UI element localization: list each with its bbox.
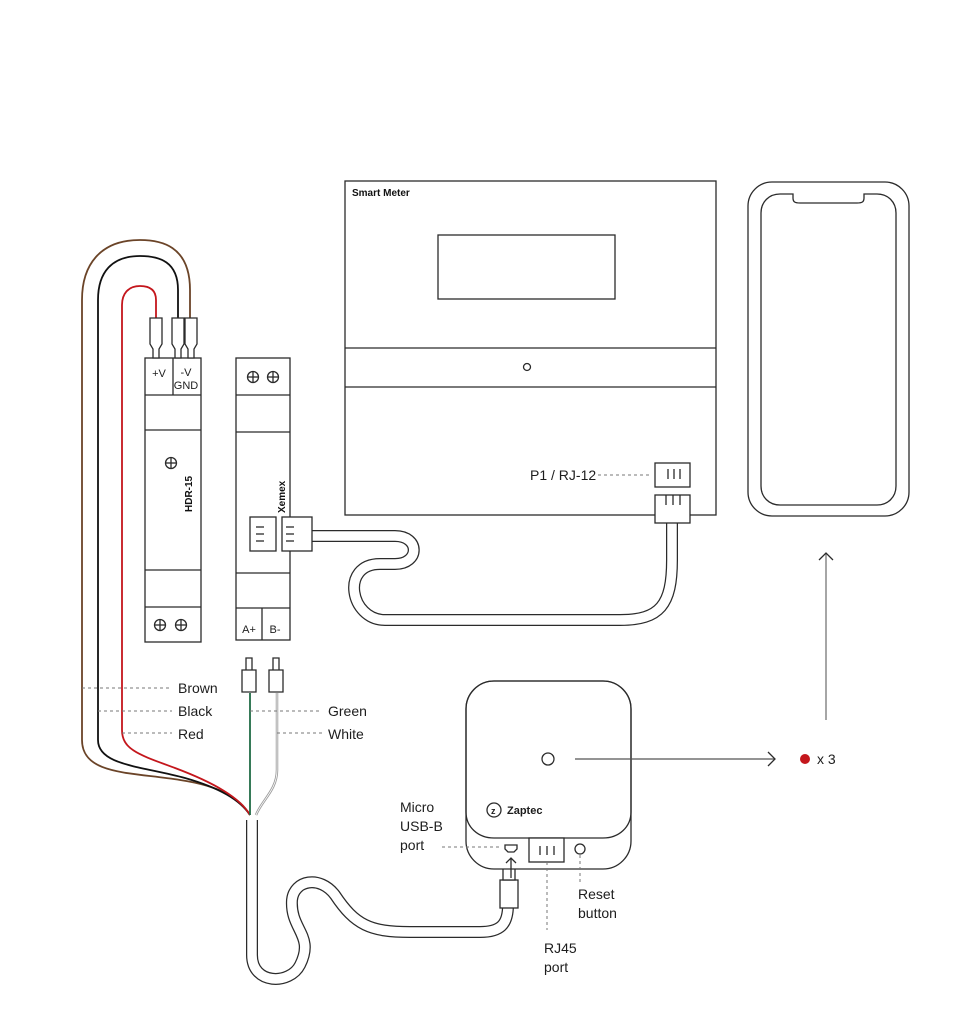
rj45-label-line1: RJ45 bbox=[544, 940, 577, 956]
wire-label-black: Black bbox=[178, 703, 213, 719]
terminal-minus-v-label: -V bbox=[181, 367, 193, 379]
usb-port-icon bbox=[504, 844, 518, 853]
converter-xemex: Xemex A+ B- bbox=[235, 357, 313, 693]
rj45-port bbox=[528, 837, 565, 863]
screw-icon bbox=[174, 618, 188, 632]
terminal-b-label: B- bbox=[270, 624, 281, 636]
screw-icon bbox=[246, 370, 260, 384]
power-supply-title: HDR-15 bbox=[184, 475, 195, 512]
smartphone bbox=[747, 181, 910, 720]
wire-label-green: Green bbox=[328, 703, 367, 719]
smart-meter-title: Smart Meter bbox=[352, 188, 410, 199]
power-supply-hdr15: +V -V GND HDR-15 bbox=[144, 317, 202, 643]
red-indicator-dot bbox=[800, 754, 810, 764]
zaptec-device: z Zaptec Micro USB-B port RJ45 port Rese… bbox=[400, 680, 632, 975]
black-wire bbox=[97, 255, 251, 816]
terminal-gnd-label: GND bbox=[174, 380, 199, 392]
svg-text:z: z bbox=[491, 806, 496, 816]
smart-meter: Smart Meter P1 / RJ-12 bbox=[344, 180, 717, 524]
status-led-icon bbox=[541, 752, 555, 766]
zaptec-logo-icon bbox=[486, 802, 502, 818]
reset-label-line2: button bbox=[578, 905, 617, 921]
arrow-right-icon bbox=[767, 751, 776, 767]
rj45-label-line2: port bbox=[544, 959, 568, 975]
screw-icon bbox=[266, 370, 280, 384]
usb-label-line1: Micro bbox=[400, 799, 434, 815]
wire-label-brown: Brown bbox=[178, 680, 218, 696]
terminal-a-label: A+ bbox=[242, 624, 256, 636]
wire-label-red: Red bbox=[178, 726, 204, 742]
meter-led-icon bbox=[522, 362, 532, 372]
indicator-count: x 3 bbox=[817, 751, 836, 767]
usb-label-line2: USB-B bbox=[400, 818, 443, 834]
arrow-up-icon bbox=[505, 857, 517, 864]
p1-port-label: P1 / RJ-12 bbox=[530, 467, 596, 483]
converter-title: Xemex bbox=[277, 480, 288, 513]
usb-label-line3: port bbox=[400, 837, 424, 853]
wire-label-white: White bbox=[328, 726, 364, 742]
screw-icon bbox=[153, 618, 167, 632]
reset-button-icon[interactable] bbox=[574, 843, 586, 855]
red-wire bbox=[121, 285, 251, 816]
screw-icon bbox=[164, 456, 178, 470]
terminal-plus-v-label: +V bbox=[152, 368, 166, 380]
p1-port-socket bbox=[654, 462, 691, 488]
usb-plug bbox=[499, 879, 519, 909]
white-wire bbox=[254, 693, 279, 816]
arrow-up-icon bbox=[818, 552, 834, 561]
reset-label-line1: Reset bbox=[578, 886, 615, 902]
zaptec-brand: Zaptec bbox=[507, 805, 542, 817]
